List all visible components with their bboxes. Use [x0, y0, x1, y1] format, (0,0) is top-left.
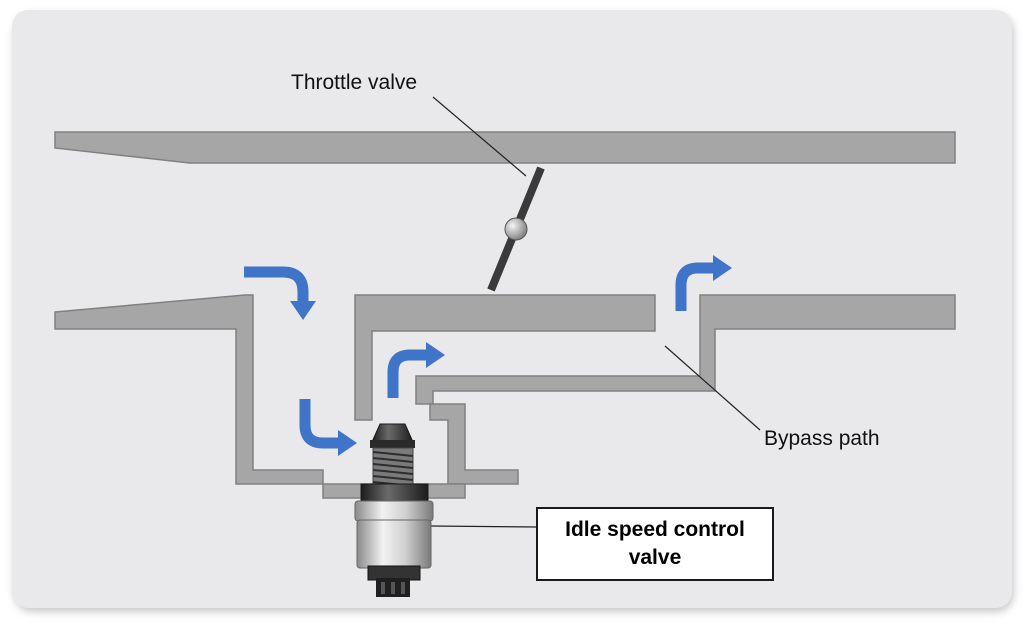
throttle-leader-line [432, 96, 527, 177]
flow-arrow-to-valve-head [338, 430, 357, 456]
flow-arrow-exit-icon [675, 262, 716, 311]
valve-leader-line [429, 525, 538, 528]
throttle-valve-label: Throttle valve [291, 71, 418, 94]
throttle-butterfly-icon [487, 166, 545, 292]
flow-arrows [244, 255, 732, 456]
bypass-leader-line [664, 345, 761, 431]
center-bore-wall [354, 294, 656, 421]
right-bore-wall [415, 294, 956, 405]
flow-arrow-bypass-head [426, 342, 445, 368]
valve-chamber-wall [429, 403, 519, 485]
flow-arrow-bypass-icon [387, 349, 429, 398]
flow-arrow-to-valve-icon [299, 399, 341, 449]
flow-arrow-entry-head [290, 301, 316, 320]
bypass-path-label: Bypass path [764, 427, 880, 450]
flow-arrow-entry-icon [244, 266, 309, 304]
idle-speed-control-valve-icon [354, 423, 434, 597]
idle-speed-control-valve-callout: Idle speed control valve [536, 507, 774, 581]
flow-arrow-exit-head [713, 255, 732, 281]
upper-throttle-bore-wall [54, 131, 956, 164]
lower-left-bore-wall [54, 294, 324, 485]
